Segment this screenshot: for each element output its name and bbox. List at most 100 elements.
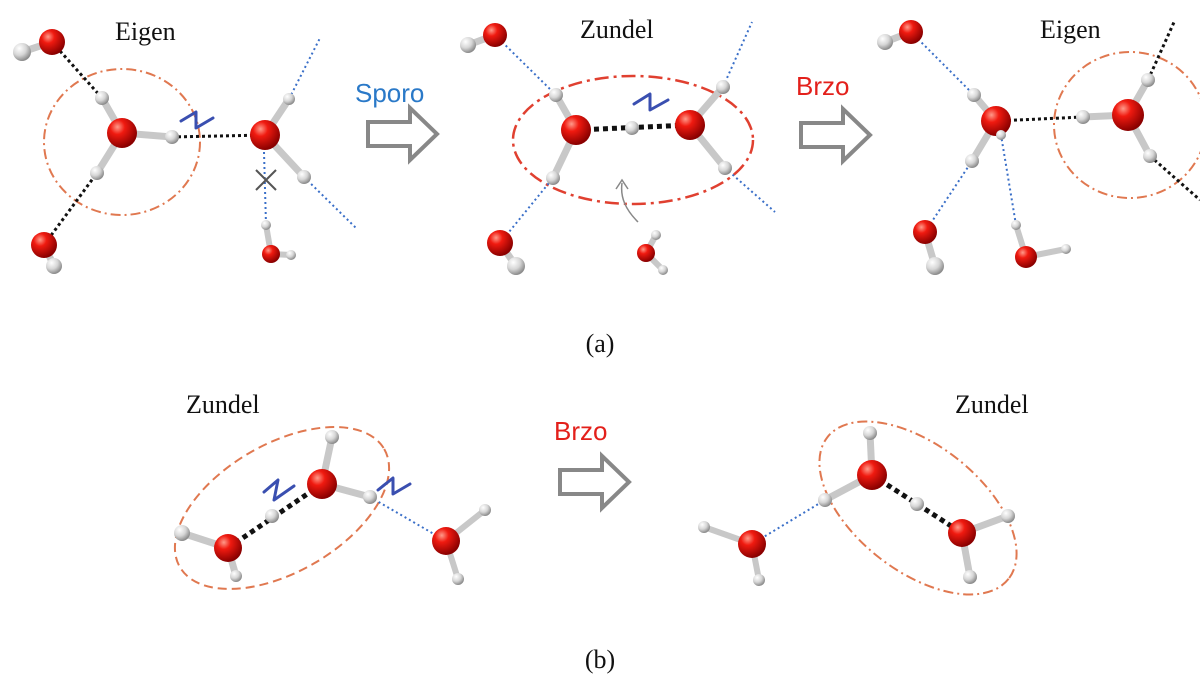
block-arrow-icon — [558, 451, 632, 513]
shared-proton — [625, 121, 639, 135]
oxygen-atom — [1112, 99, 1144, 131]
hydrogen-atom — [261, 220, 271, 230]
transition-label-fast: Brzo — [796, 71, 849, 101]
hydrogen-atom — [718, 161, 732, 175]
hydrogen-atom — [460, 37, 476, 53]
hydrogen-atom — [363, 490, 377, 504]
weak-hbond — [494, 34, 557, 96]
hydrogen-atom — [658, 265, 668, 275]
zundel-ellipse — [511, 74, 755, 206]
oxygen-atom — [637, 244, 655, 262]
oxygen-atom — [432, 527, 460, 555]
oxygen-atom — [948, 519, 976, 547]
shared-proton — [265, 509, 279, 523]
panel-label-a: (a) — [586, 329, 615, 358]
hydrogen-atom — [863, 426, 877, 440]
block-arrow-icon — [799, 104, 873, 166]
weak-hbond — [924, 160, 973, 233]
hydrogen-atom — [286, 250, 296, 260]
hydrogen-atom — [13, 43, 31, 61]
eigen-ellipse — [43, 68, 201, 216]
hydrogen-atom — [452, 573, 464, 585]
oxygen-atom — [487, 230, 513, 256]
hydrogen-atom — [46, 258, 62, 274]
zundel-structure-b1: Zundel — [173, 390, 491, 590]
hydrogen-atom — [165, 130, 179, 144]
transition-label-fast: Brzo — [554, 416, 607, 446]
weak-hbond — [1000, 134, 1017, 226]
hydrogen-atom — [174, 525, 190, 541]
hydrogen-atom — [325, 430, 339, 444]
hydrogen-atom — [967, 88, 981, 102]
proton-hop-icon — [262, 478, 296, 502]
weak-hbond — [303, 176, 357, 229]
weak-hbond — [288, 37, 321, 100]
transition-label-slow: Sporo — [355, 78, 424, 108]
panel-b: Zundel Brzo — [173, 390, 1029, 674]
weak-hbond — [724, 167, 776, 213]
hydrogen-atom — [1143, 149, 1157, 163]
oxygen-atom — [675, 110, 705, 140]
weak-hbond — [722, 21, 753, 88]
hydrogen-atom — [877, 34, 893, 50]
oxygen-atom — [483, 23, 507, 47]
oxygen-atom — [899, 20, 923, 44]
weak-hbond — [751, 499, 826, 545]
hydrogen-atom — [230, 570, 242, 582]
hydrogen-atom — [95, 91, 109, 105]
hydrogen-atom — [90, 166, 104, 180]
strong-hbond — [1146, 19, 1177, 81]
oxygen-atom — [561, 115, 591, 145]
hydrogen-atom — [1141, 73, 1155, 87]
oxygen-atom — [913, 220, 937, 244]
proton-hop-icon — [179, 110, 215, 130]
cross-icon — [255, 169, 277, 191]
oxygen-atom — [307, 469, 337, 499]
hydrogen-atom — [1076, 110, 1090, 124]
weak-hbond — [263, 151, 267, 226]
hydrogen-atom — [716, 80, 730, 94]
hydrogen-atom — [479, 504, 491, 516]
zundel-structure-b2: Zundel — [698, 390, 1029, 596]
eigen-structure-2: Eigen — [877, 15, 1200, 275]
stage-label: Zundel — [186, 390, 260, 419]
zundel-ellipse — [173, 426, 391, 590]
weak-hbond — [910, 31, 975, 96]
panel-a: Eigen Sporo — [13, 15, 1200, 358]
hydrogen-atom — [698, 521, 710, 533]
hydrogen-atom — [965, 154, 979, 168]
oxygen-atom — [250, 120, 280, 150]
oxygen-atom — [31, 232, 57, 258]
hydrogen-atom — [926, 257, 944, 275]
hydrogen-atom — [1011, 220, 1021, 230]
block-arrow-icon — [366, 103, 440, 165]
hydrogen-atom — [1001, 509, 1015, 523]
hydrogen-atom — [283, 93, 295, 105]
approach-arrow-icon — [620, 182, 639, 223]
hydrogen-atom — [753, 574, 765, 586]
weak-hbond — [499, 177, 554, 244]
strong-hbond — [1149, 154, 1200, 202]
oxygen-atom — [107, 118, 137, 148]
hydrogen-atom — [963, 570, 977, 584]
hydrogen-atom — [651, 230, 661, 240]
oxygen-atom — [39, 29, 65, 55]
oxygen-atom — [1015, 246, 1037, 268]
hydrogen-atom — [1061, 244, 1071, 254]
hydrogen-atom — [297, 170, 311, 184]
hydrogen-atom — [818, 493, 832, 507]
shared-proton — [910, 497, 924, 511]
hydrogen-atom — [546, 171, 560, 185]
oxygen-atom — [262, 245, 280, 263]
stage-label: Eigen — [115, 17, 176, 46]
hydrogen-atom — [996, 130, 1006, 140]
oxygen-atom — [738, 530, 766, 558]
hydrogen-atom — [507, 257, 525, 275]
zundel-ellipse — [818, 420, 1018, 596]
proton-hop-icon — [376, 476, 412, 496]
eigen-structure-1: Eigen — [13, 17, 357, 274]
strong-hbond — [42, 172, 99, 246]
oxygen-atom — [981, 106, 1011, 136]
stage-label: Zundel — [580, 15, 654, 44]
